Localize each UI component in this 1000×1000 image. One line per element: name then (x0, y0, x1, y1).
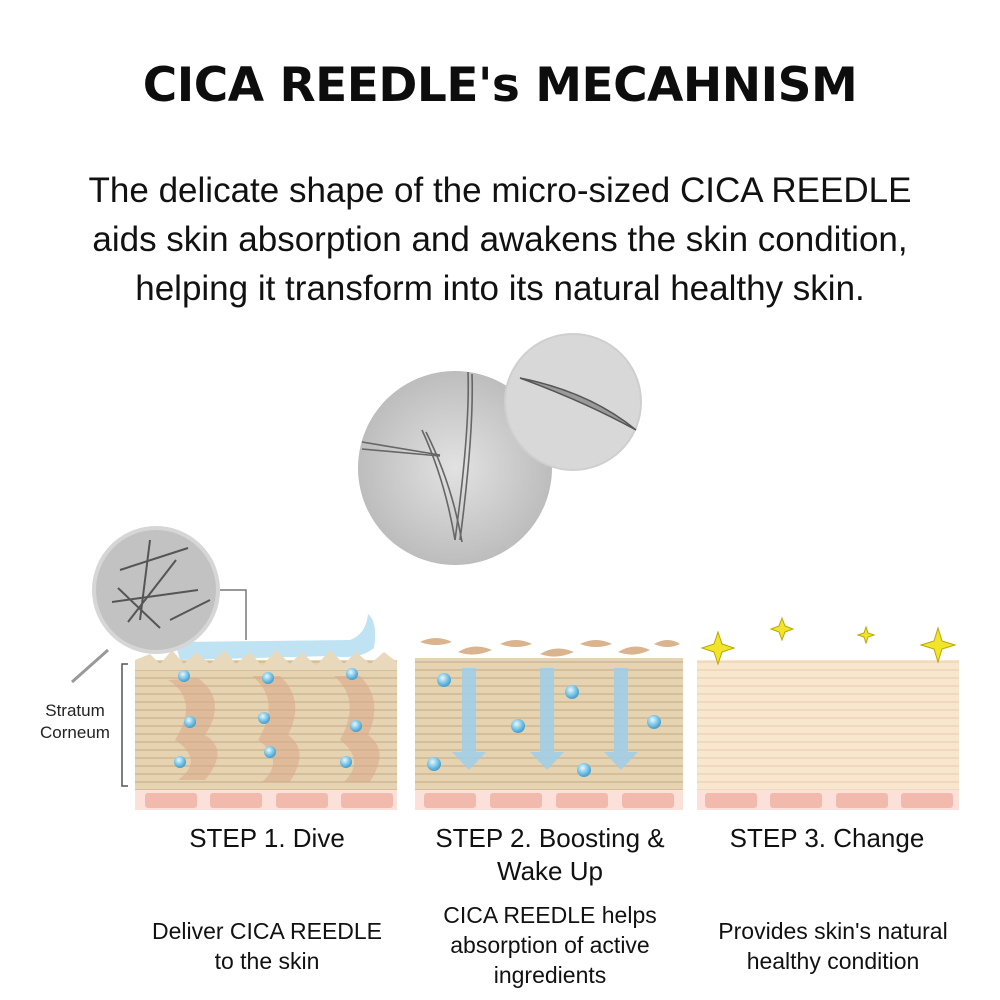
step-desc-line: to the skin (214, 948, 320, 974)
droplets (174, 668, 362, 768)
sparkle-icon (919, 626, 957, 664)
microscope-view (358, 333, 642, 565)
base-cell-row (135, 790, 397, 810)
sparkle-icon (700, 630, 736, 666)
step2-illustration (415, 638, 683, 810)
needle-strands (361, 371, 474, 543)
step-title-line: STEP 3. Change (729, 823, 925, 853)
step-title-line: STEP 1. Dive (189, 823, 345, 853)
label-line: Stratum (45, 701, 105, 720)
base-cell-row (415, 790, 683, 810)
step-desc-line: CICA REEDLE helps (443, 902, 657, 928)
step-desc-line: Provides skin's natural (718, 918, 948, 944)
micro-circle-large (358, 371, 552, 565)
needle-tip (519, 377, 637, 431)
base-cell-row (697, 790, 959, 810)
intro-line: The delicate shape of the micro-sized CI… (88, 171, 912, 210)
step-desc-line: absorption of active (450, 932, 650, 958)
intro-text: The delicate shape of the micro-sized CI… (40, 166, 960, 313)
sparkle-icon (856, 625, 876, 645)
magnifier-lens (92, 526, 220, 654)
flaking-cells (420, 638, 680, 657)
step3-illustration (697, 616, 959, 810)
lens-needles (111, 539, 211, 629)
magnifier-handle (71, 648, 109, 684)
step1-illustration (71, 526, 397, 810)
stratum-bracket (121, 663, 128, 787)
base-cells (705, 793, 953, 808)
stratum-corneum-label: Stratum Corneum (20, 700, 130, 744)
step3-title: STEP 3. Change (677, 822, 977, 855)
page-title: CICA REEDLE's MECAHNISM (142, 58, 858, 113)
step-title-line: STEP 2. Boosting & (435, 823, 665, 853)
droplets (427, 673, 661, 777)
base-cells (145, 793, 393, 808)
healthy-skin-layer (697, 660, 959, 790)
step-desc-line: Deliver CICA REEDLE (151, 918, 383, 944)
intro-line: helping it transform into its natural he… (135, 269, 865, 308)
label-line: Corneum (40, 723, 110, 742)
base-cells (424, 793, 674, 808)
cica-gel-blob (175, 614, 376, 660)
step-title-line: Wake Up (497, 856, 603, 886)
step1-description: Deliver CICA REEDLE to the skin (117, 916, 417, 976)
intro-line: aids skin absorption and awakens the ski… (92, 220, 908, 259)
skin-surface-edge (135, 650, 397, 670)
step1-title: STEP 1. Dive (117, 822, 417, 855)
sparkles (700, 616, 957, 666)
step3-description: Provides skin's natural healthy conditio… (683, 916, 983, 976)
step-desc-line: ingredients (493, 962, 607, 988)
step-desc-line: healthy condition (746, 948, 920, 974)
absorption-arrows (452, 668, 638, 770)
step2-title: STEP 2. Boosting & Wake Up (400, 822, 700, 888)
sparkle-icon (769, 616, 795, 642)
micro-circle-zoom (504, 333, 642, 471)
step2-description: CICA REEDLE helps absorption of active i… (400, 900, 700, 990)
